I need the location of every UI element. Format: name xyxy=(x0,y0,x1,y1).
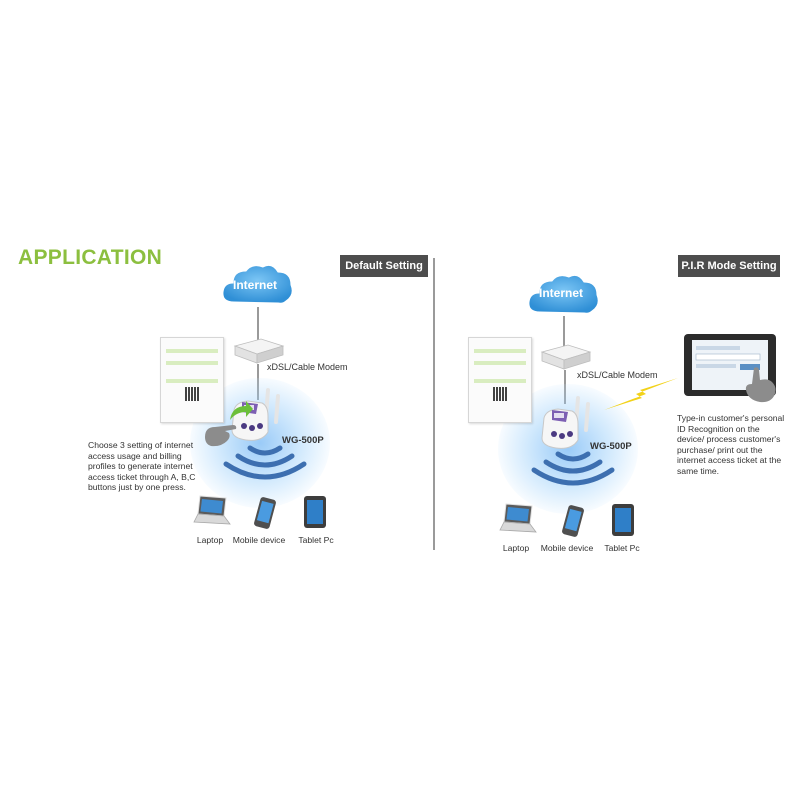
page-title: APPLICATION xyxy=(18,246,163,269)
qr-code-icon xyxy=(185,387,199,401)
cloud-modem-link xyxy=(563,316,565,346)
hand-pointer-icon xyxy=(205,425,237,447)
internet-cloud-icon xyxy=(222,264,293,304)
internet-label: Internet xyxy=(538,286,583,300)
default-setting-tag: Default Setting xyxy=(340,255,428,277)
internet-cloud-icon xyxy=(528,274,599,314)
modem-label: xDSL/Cable Modem xyxy=(267,362,348,372)
internet-label: Internet xyxy=(232,278,277,292)
cloud-modem-link xyxy=(257,307,259,341)
pir-mode-description: Type-in customer's personal ID Recogniti… xyxy=(677,413,785,476)
green-arrow-icon xyxy=(230,401,253,420)
tablet-label: Tablet Pc xyxy=(604,543,640,553)
printer-device-icon xyxy=(541,396,590,449)
device-name-label: WG-500P xyxy=(282,435,324,446)
device-name-label: WG-500P xyxy=(590,441,632,452)
wifi-signal-icon xyxy=(531,451,615,486)
lightning-icon xyxy=(604,378,678,410)
laptop-icon xyxy=(499,503,537,533)
modem-label: xDSL/Cable Modem xyxy=(577,370,658,380)
mobile-device-icon xyxy=(254,497,276,529)
tablet-label: Tablet Pc xyxy=(298,535,334,545)
tablet-icon xyxy=(612,504,634,536)
laptop-label: Laptop xyxy=(196,535,224,545)
laptop-label: Laptop xyxy=(502,543,530,553)
pir-mode-setting-tag: P.I.R Mode Setting xyxy=(678,255,780,277)
modem-icon xyxy=(540,344,592,370)
panel-divider xyxy=(433,258,435,550)
default-setting-panel: Internet xDSL/Cable Modem xyxy=(0,258,400,558)
laptop-icon xyxy=(193,495,231,525)
mobile-device-icon xyxy=(562,505,584,537)
hand-pointer-icon xyxy=(745,367,776,403)
qr-code-icon xyxy=(493,387,507,401)
wifi-signal-icon xyxy=(223,445,307,480)
modem-icon xyxy=(233,338,285,364)
mobile-device-label: Mobile device xyxy=(540,543,594,553)
printed-ticket xyxy=(468,337,532,423)
pir-mode-panel: Internet xDSL/Cable Modem WG-500P xyxy=(400,258,800,558)
printed-ticket xyxy=(160,337,224,423)
mobile-device-label: Mobile device xyxy=(232,535,286,545)
tablet-icon xyxy=(304,496,326,528)
default-setting-description: Choose 3 setting of internet access usag… xyxy=(88,440,196,492)
